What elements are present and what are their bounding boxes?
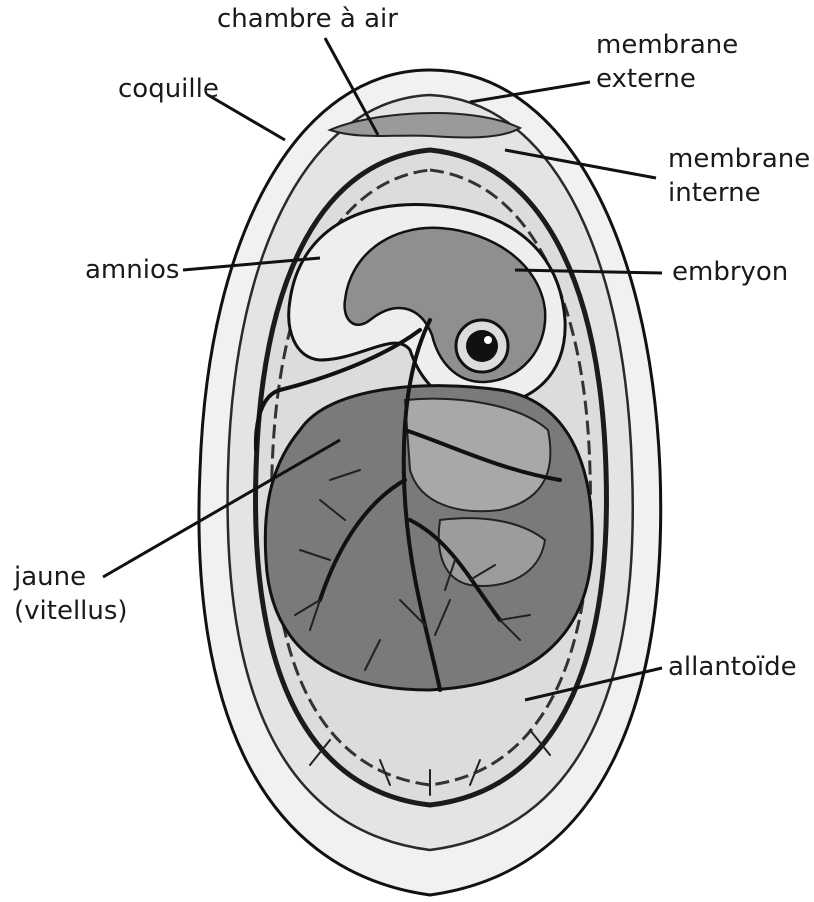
embryo-pupil <box>466 330 498 362</box>
label-yolk: jaune (vitellus) <box>14 560 128 628</box>
label-inner-membrane: membrane interne <box>668 142 810 210</box>
label-outer-membrane: membrane externe <box>596 28 738 96</box>
label-amnion: amnios <box>85 253 179 287</box>
label-allantois: allantoïde <box>668 650 797 684</box>
label-embryo: embryon <box>672 255 788 289</box>
label-shell: coquille <box>118 72 219 106</box>
label-air-chamber: chambre à air <box>217 2 398 36</box>
